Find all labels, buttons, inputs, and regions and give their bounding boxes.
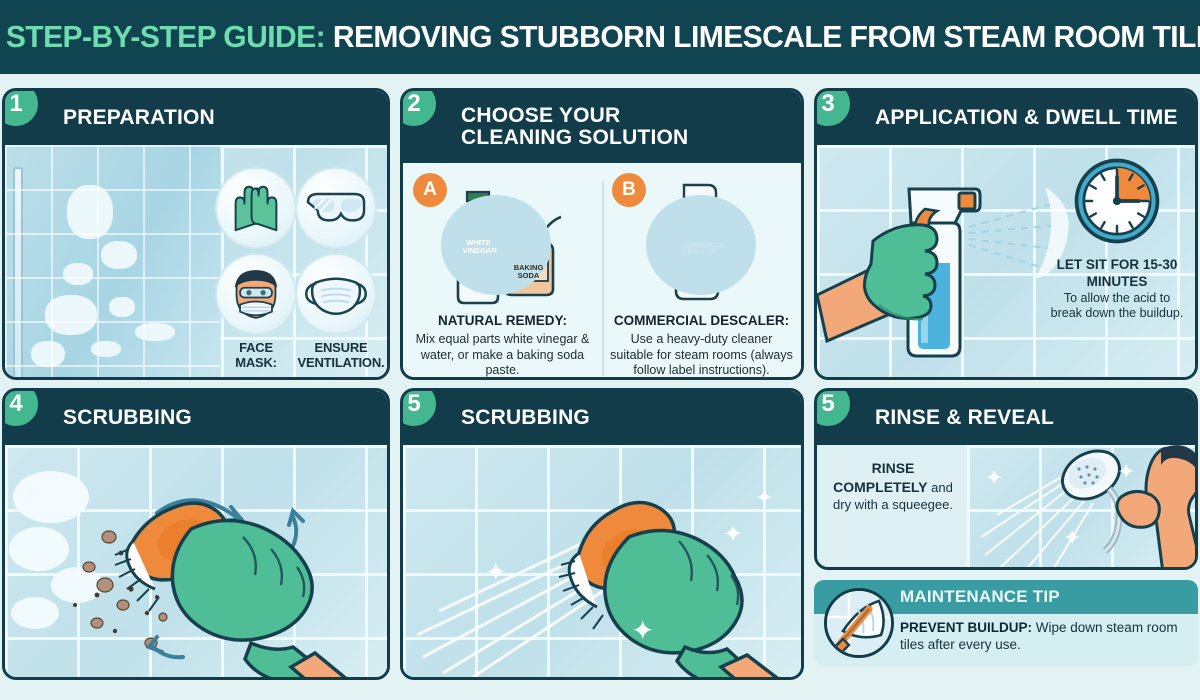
shower-head-icon [1061, 449, 1123, 554]
option-b: B COMMERCIAL DESCALER COMMERCIAL DES [602, 163, 801, 377]
panel-title-3: APPLICATION & DWELL TIME [875, 105, 1178, 129]
page-title: STEP-BY-STEP GUIDE: REMOVING STUBBORN LI… [0, 19, 1200, 55]
step-panel-application-dwell-time: 3 APPLICATION & DWELL TIME [814, 88, 1198, 380]
option-a: A [403, 163, 602, 377]
sparkle-icon: ✦ [1063, 525, 1082, 550]
sparkle-icon: ✦ [755, 485, 774, 510]
gloved-hand-icon [170, 518, 347, 677]
step-panel-preparation: 1 PREPARATION [2, 88, 390, 380]
step-panel-scrubbing-2: 5 SCRUBBING [400, 388, 804, 680]
gloves-icon [215, 167, 297, 249]
dwell-time-heading: LET SIT FOR 15-30 MINUTES [1056, 257, 1178, 289]
goggles-icon [295, 167, 377, 249]
infographic-title-bar: STEP-BY-STEP GUIDE: REMOVING STUBBORN LI… [0, 0, 1200, 74]
step-number-badge-1: 1 [5, 91, 42, 130]
rinse-caption-heading: RINSE COMPLETELY [833, 460, 928, 495]
sparkle-icon: ✦ [723, 521, 744, 548]
glass-door-edge [13, 167, 23, 377]
panel-title-6: RINSE & REVEAL [875, 405, 1054, 429]
mask-icon [295, 253, 377, 335]
panel-header-3: APPLICATION & DWELL TIME [817, 91, 1195, 145]
shower-enclosure-illustration [5, 145, 220, 377]
title-main-text: REMOVING STUBBORN LIMESCALE FROM STEAM R… [332, 19, 1200, 54]
limescale-residue [9, 471, 103, 629]
maintenance-tip-card: MAINTENANCE TIP PREVENT BUILDUP: Wipe do… [814, 580, 1198, 666]
face-with-mask-icon [215, 253, 297, 335]
option-badge-a: A [413, 173, 447, 207]
sparkle-icon: ✦ [985, 465, 1004, 490]
panel-body-6: RINSE COMPLETELY and dry with a squeegee… [817, 445, 1195, 567]
sparkle-icon: ✦ [631, 615, 655, 646]
caption-face-mask: FACE MASK: [235, 340, 277, 370]
option-a-body: Mix equal parts white vinegar & water, o… [415, 331, 590, 378]
option-b-heading: COMMERCIAL DESCALER: [613, 313, 790, 328]
person-icon [1115, 445, 1195, 567]
dwell-time-body: To allow the acid to break down the buil… [1050, 290, 1184, 321]
panel-header-4: SCRUBBING [5, 391, 387, 445]
rinse-caption-body: and dry with a squeegee. [833, 479, 953, 512]
option-b-caption: COMMERCIAL DESCALER: Use a heavy-duty cl… [610, 313, 793, 378]
panel-body-3: LET SIT FOR 15-30 MINUTES To allow the a… [817, 145, 1195, 377]
dwell-time-caption: LET SIT FOR 15-30 MINUTES To allow the a… [1047, 257, 1187, 322]
clock-icon [1074, 158, 1160, 244]
maintenance-tip-text: Wipe down steam room tiles after every u… [900, 620, 1178, 652]
gloved-hand-icon [603, 528, 779, 677]
panel-title-4: SCRUBBING [63, 405, 192, 429]
panel-header-6: RINSE & REVEAL [817, 391, 1195, 445]
baking-soda-bag-label: BAKING SODA [513, 263, 544, 281]
panel-title-1: PREPARATION [63, 105, 215, 129]
panel-title-2: CHOOSE YOUR CLEANING SOLUTION [461, 103, 689, 149]
step-number-badge-4: 4 [5, 391, 42, 430]
step-panel-cleaning-solution: 2 CHOOSE YOUR CLEANING SOLUTION A [400, 88, 804, 380]
title-accent-text: STEP-BY-STEP GUIDE: [5, 19, 326, 54]
spray-bottle-icon [817, 187, 1069, 358]
vinegar-bottle-label: WHITE VINEGAR [462, 238, 497, 256]
option-a-caption: NATURAL REMEDY: Mix equal parts white vi… [411, 313, 594, 378]
panel-header-5: SCRUBBING [403, 391, 801, 445]
option-b-body: Use a heavy-duty cleaner suitable for st… [610, 331, 793, 378]
step-panel-scrubbing-1: 4 SCRUBBING [2, 388, 390, 680]
panel-body-5: ✦ ✦ ✦ ✦ [403, 445, 801, 677]
panel-body-1: FACE MASK: ENSURE VENTILATION. [5, 145, 387, 377]
option-a-heading: NATURAL REMEDY: [438, 313, 567, 328]
squeegee-icon [824, 588, 894, 658]
commercial-descaler-illustration: COMMERCIAL DESCALER [612, 179, 792, 307]
rinse-illustration: ✦ ✦ ✦ [967, 445, 1195, 567]
caption-ensure-ventilation: ENSURE VENTILATION. [297, 340, 385, 370]
descaler-bottle-label: COMMERCIAL DESCALER [683, 243, 725, 256]
step-number-badge-6: 5 [817, 391, 854, 430]
sparkle-icon: ✦ [485, 557, 507, 587]
natural-remedy-illustration: WHITE VINEGAR BAKING SODA [413, 179, 593, 307]
rinse-caption: RINSE COMPLETELY and dry with a squeegee… [817, 445, 967, 567]
step-panel-rinse-reveal: 5 RINSE & REVEAL RINSE COMPLETELY and dr… [814, 388, 1198, 570]
panel-body-4 [5, 445, 387, 677]
panel-header-2: CHOOSE YOUR CLEANING SOLUTION [403, 91, 801, 163]
panel-body-2: A [403, 163, 801, 377]
option-divider [602, 181, 604, 376]
panel-header-1: PREPARATION [5, 91, 387, 145]
maintenance-tip-lead: PREVENT BUILDUP: [900, 620, 1033, 635]
panel-title-5: SCRUBBING [461, 405, 590, 429]
sparkle-icon: ✦ [1117, 459, 1136, 484]
maintenance-tip-body: PREVENT BUILDUP: Wipe down steam room ti… [814, 614, 1198, 654]
option-badge-b: B [612, 173, 646, 207]
step-number-badge-3: 3 [817, 91, 854, 130]
